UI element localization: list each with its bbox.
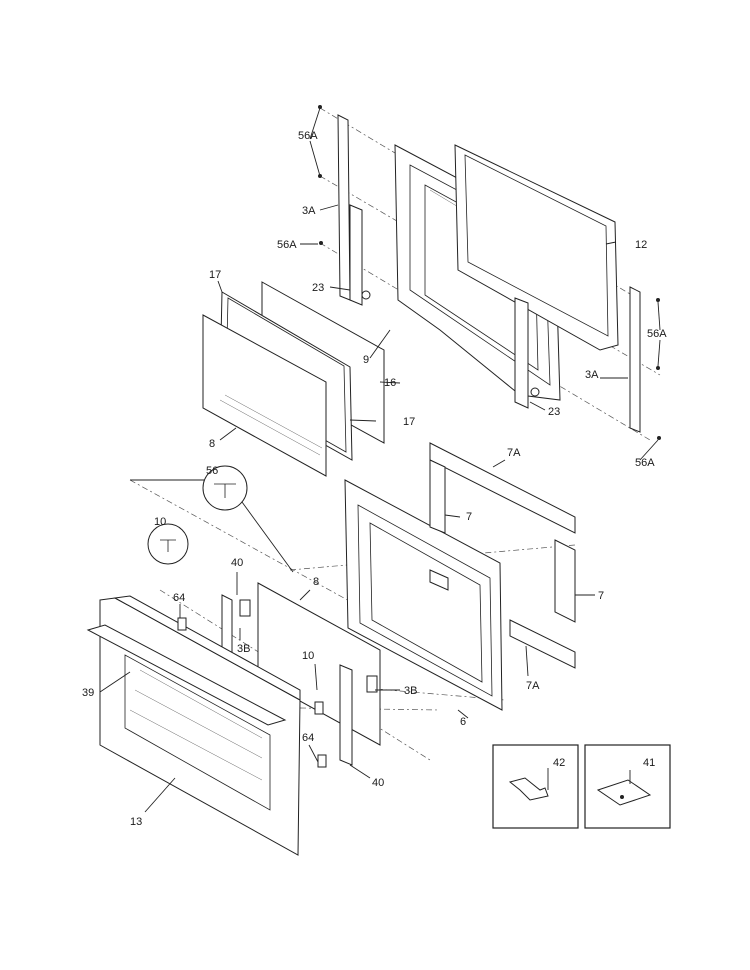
callout-9: 9	[363, 354, 369, 366]
callout-64: 64	[302, 732, 314, 744]
callout-3b: 3B	[404, 685, 417, 697]
screw-detail-10	[147, 523, 189, 565]
door-gasket	[454, 144, 619, 351]
callout-39: 39	[82, 687, 94, 699]
callout-3a: 3A	[302, 205, 316, 217]
leader-lines	[99, 107, 661, 813]
callout-10: 10	[302, 650, 314, 662]
callout-3a: 3A	[585, 369, 599, 381]
callout-10: 10	[154, 516, 166, 528]
inset-part-41	[584, 744, 671, 829]
door-liner	[344, 479, 503, 711]
callout-7: 7	[598, 590, 604, 602]
glass-pack	[202, 281, 385, 477]
callout-17: 17	[403, 416, 415, 428]
callout-56a: 56A	[298, 130, 318, 142]
callout-17: 17	[209, 269, 221, 281]
callout-41: 41	[643, 757, 655, 769]
inner-glass-lower	[221, 582, 381, 766]
inset-part-42	[492, 744, 579, 829]
callout-7a: 7A	[507, 447, 521, 459]
right-hinge-channel	[514, 286, 641, 433]
callout-7a: 7A	[526, 680, 540, 692]
callout-56a: 56A	[277, 239, 297, 251]
callout-23: 23	[548, 406, 560, 418]
callout-labels: 56A 3A 56A 12 17 23 56A 9 3A 16 17 23 8 …	[82, 130, 667, 828]
left-hinge-channel	[337, 114, 371, 306]
insulation-blocks	[429, 442, 576, 669]
callout-40: 40	[231, 557, 243, 569]
callout-8: 8	[313, 576, 319, 588]
callout-12: 12	[635, 239, 647, 251]
callout-7: 7	[466, 511, 472, 523]
callout-42: 42	[553, 757, 565, 769]
callout-6: 6	[460, 716, 466, 728]
callout-13: 13	[130, 816, 142, 828]
callout-3b: 3B	[237, 643, 250, 655]
callout-64: 64	[173, 592, 185, 604]
callout-23: 23	[312, 282, 324, 294]
callout-16: 16	[384, 377, 396, 389]
callout-56a: 56A	[635, 457, 655, 469]
callout-56a: 56A	[647, 328, 667, 340]
callout-8: 8	[209, 438, 215, 450]
outer-door-panel	[86, 595, 327, 856]
callout-40: 40	[372, 777, 384, 789]
screw-detail-56	[130, 465, 294, 573]
callout-56: 56	[206, 465, 218, 477]
